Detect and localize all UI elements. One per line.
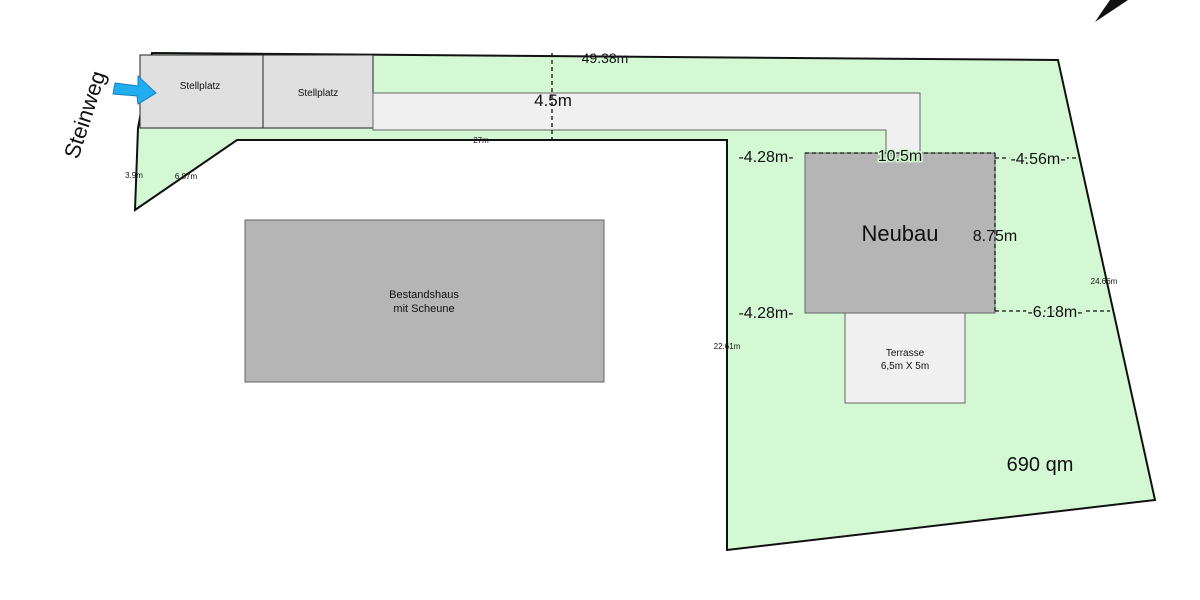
dim-lane-width: 4.5m: [534, 91, 572, 110]
parking-label-1: Stellplatz: [180, 81, 221, 92]
dim-left-top-gap: -4.28m-: [738, 149, 793, 166]
existing-house: [244, 219, 605, 383]
entrance-arrow-icon: [112, 74, 157, 105]
dim-west-edge: 22.61m: [714, 342, 741, 351]
street-label: Steinweg: [59, 68, 111, 162]
new-building: [804, 152, 996, 314]
dim-left-short: 3.9m: [125, 171, 143, 180]
dimension-lines: [551, 53, 1110, 313]
dim-east-edge: 24.66m: [1091, 277, 1118, 286]
dim-left-diag: 6.87m: [175, 172, 198, 181]
new-building-label: Neubau: [861, 221, 938, 246]
terrace: [844, 312, 966, 404]
dim-right-top-gap: -4.56m-: [1010, 151, 1065, 168]
dim-top: 49.38m: [582, 50, 629, 66]
dim-neubau-depth: 8.75m: [973, 228, 1017, 245]
dim-lane-bottom: 27m: [473, 136, 489, 145]
existing-house-label-2: mit Scheune: [393, 303, 454, 315]
existing-house-label: Bestandshaus: [389, 289, 459, 301]
dim-left-bottom-gap: -4.28m-: [738, 305, 793, 322]
parking-label-2: Stellplatz: [298, 88, 339, 99]
dim-neubau-width: 10.5m: [878, 148, 922, 165]
terrace-label: Terrasse: [886, 348, 925, 359]
dim-right-bottom-gap: -6.18m-: [1027, 304, 1082, 321]
dimension-labels: 49.38m 4.5m 27m 3.9m 6.87m 10.5m 8.75m -…: [125, 50, 1118, 351]
parking-space-2: [262, 54, 374, 129]
terrace-size-label: 6,5m X 5m: [881, 361, 929, 372]
north-arrow-icon: [1095, 0, 1128, 22]
area-label: 690 qm: [1007, 454, 1074, 476]
